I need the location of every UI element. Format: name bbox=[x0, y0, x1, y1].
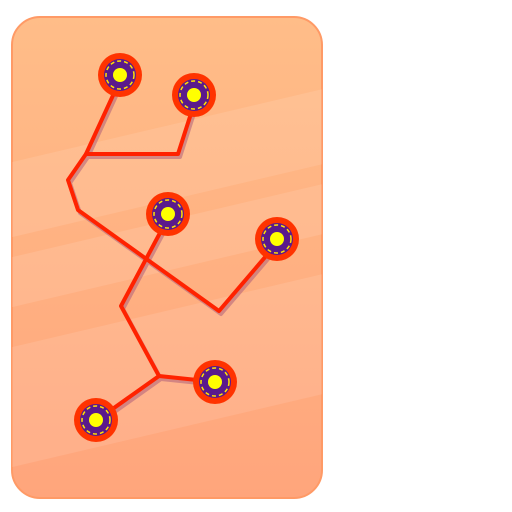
orb-node-icon[interactable] bbox=[98, 53, 142, 97]
path-segment[interactable] bbox=[84, 76, 198, 156]
orb-node-icon[interactable] bbox=[255, 217, 299, 261]
orb-node-icon[interactable] bbox=[74, 398, 118, 442]
path-segment[interactable] bbox=[66, 152, 280, 313]
board-panel bbox=[11, 16, 323, 499]
orb-node-icon[interactable] bbox=[146, 192, 190, 236]
path-segment[interactable] bbox=[119, 214, 218, 384]
orb-node-icon[interactable] bbox=[172, 73, 216, 117]
orb-node-icon[interactable] bbox=[193, 360, 237, 404]
orb-nodes bbox=[74, 53, 299, 442]
